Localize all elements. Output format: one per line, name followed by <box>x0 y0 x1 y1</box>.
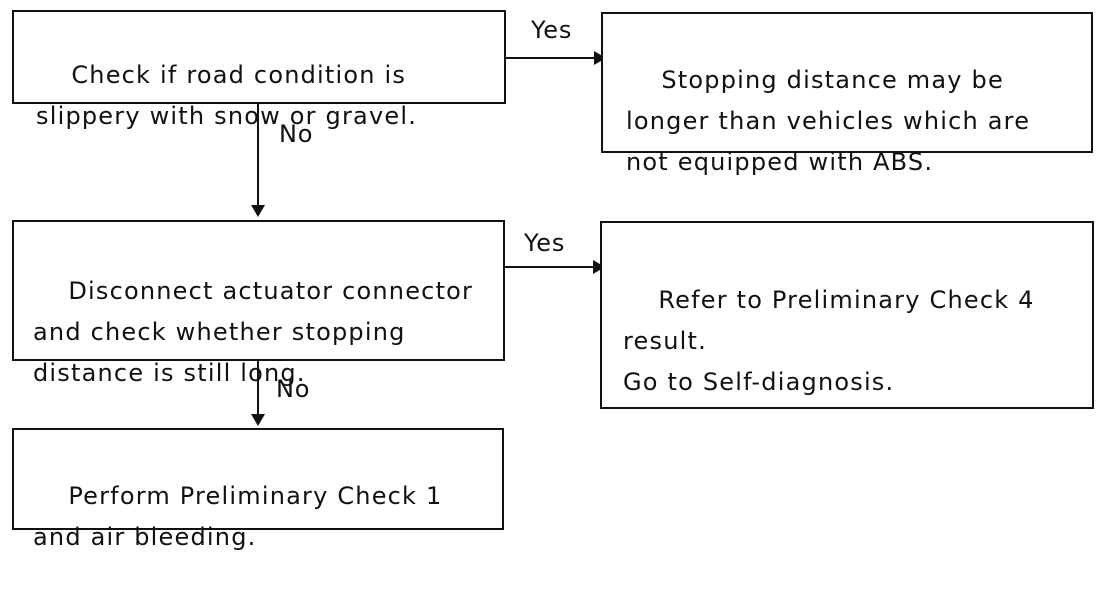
no-label-1: No <box>279 120 314 148</box>
no-connector-1 <box>257 104 259 206</box>
refer-preliminary-check-box: Refer to Preliminary Check 4 result. Go … <box>600 221 1094 409</box>
disconnect-actuator-box: Disconnect actuator connector and check … <box>12 220 505 387</box>
abs-note-box: Stopping distance may be longer than veh… <box>601 12 1093 176</box>
refer-preliminary-check-text: Refer to Preliminary Check 4 result. Go … <box>623 286 1035 396</box>
no-connector-2 <box>257 361 259 415</box>
yes-label-1: Yes <box>531 16 573 44</box>
perform-preliminary-check-text: Perform Preliminary Check 1 and air blee… <box>33 482 443 551</box>
troubleshooting-flowchart: Check if road condition is slippery with… <box>12 10 1094 551</box>
no-label-2: No <box>276 375 311 403</box>
check-road-condition-box: Check if road condition is slippery with… <box>12 10 506 130</box>
disconnect-actuator-text: Disconnect actuator connector and check … <box>33 277 474 387</box>
check-road-condition-text: Check if road condition is slippery with… <box>36 61 418 130</box>
yes-label-2: Yes <box>524 229 566 257</box>
yes-connector-2 <box>505 266 595 268</box>
no-arrow-2 <box>251 414 265 426</box>
abs-note-text: Stopping distance may be longer than veh… <box>626 66 1031 176</box>
perform-preliminary-check-box: Perform Preliminary Check 1 and air blee… <box>12 428 504 551</box>
no-arrow-1 <box>251 205 265 217</box>
yes-connector-1 <box>506 57 596 59</box>
